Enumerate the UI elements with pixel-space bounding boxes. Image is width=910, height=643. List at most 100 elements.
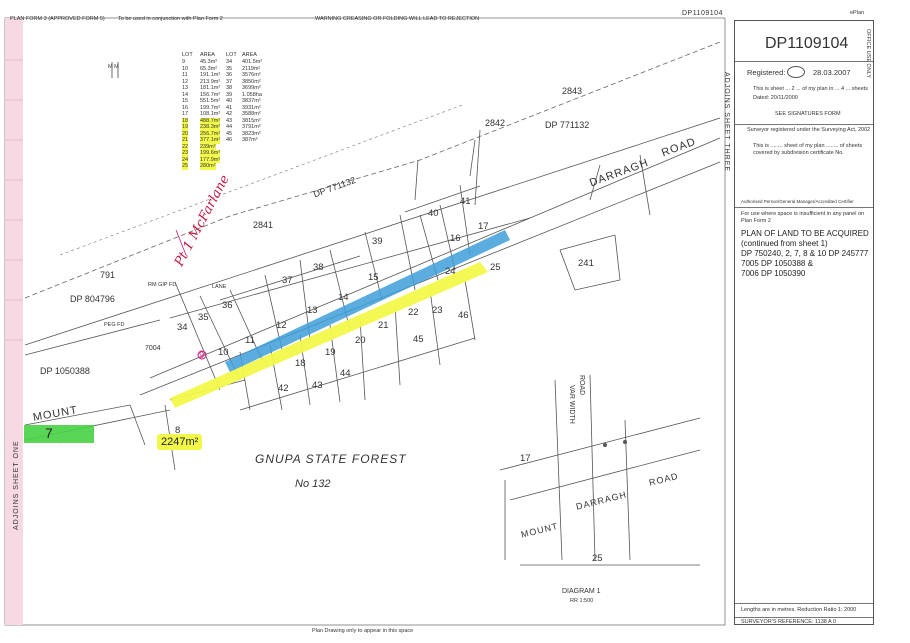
area-table-header: AREA <box>200 52 215 58</box>
lot-17: 17 <box>478 221 489 232</box>
dp-top-label: DP1109104 <box>682 10 723 17</box>
lot-16: 16 <box>450 233 461 244</box>
lot-2842: 2842 <box>485 118 506 128</box>
dated-line: Dated: 20/11/2000 <box>753 95 798 101</box>
sheet-line: This is sheet ... 2 ... of my plan in ..… <box>753 86 868 92</box>
diagram-lot-17: 17 <box>520 453 531 464</box>
lot-19: 19 <box>325 347 336 358</box>
diagram-lot-25: 25 <box>592 553 603 564</box>
adjoins-sheet-one: ADJOINS SHEET ONE <box>13 440 20 530</box>
road-var-width-road: ROAD <box>578 375 585 396</box>
lot-42: 42 <box>278 383 289 394</box>
lot-40: 40 <box>428 208 439 219</box>
registered-label: Registered: <box>747 68 786 77</box>
lot-10: 10 <box>218 347 229 358</box>
lot-43: 43 <box>312 380 323 391</box>
lot-2843: 2843 <box>562 86 583 96</box>
blue-acquisition-strip <box>225 230 510 372</box>
lot-241: 241 <box>578 258 594 269</box>
lot-12: 12 <box>276 320 287 331</box>
road-edges <box>139 137 721 396</box>
diagram-label: DIAGRAM 1 <box>562 588 601 595</box>
lot-41: 41 <box>460 196 471 207</box>
eplan-label: ePlan <box>850 10 865 16</box>
yellow-acquisition-strip <box>170 262 488 408</box>
north-label: M M <box>108 64 119 70</box>
lot-7: 7 <box>45 425 53 441</box>
title-block: DP1109104 OFFICE USE ONLY Registered: 28… <box>734 20 874 625</box>
green-lot-7 <box>24 425 94 443</box>
lot-35: 35 <box>198 312 209 323</box>
dashed-boundary-2 <box>59 103 466 256</box>
lot-24: 24 <box>445 266 456 277</box>
lane-label: LANE <box>212 284 227 290</box>
area-table-header: LOT <box>182 52 193 58</box>
lot-20: 20 <box>355 335 366 346</box>
lot-22: 22 <box>408 307 419 318</box>
plan-title: PLAN OF LAND TO BE ACQUIRED (continued f… <box>741 229 869 248</box>
lot-13: 13 <box>307 305 318 316</box>
form-label: PLAN FORM 3 (APPROVED FORM 5) <box>10 16 105 22</box>
authorised-line: Authorised Person/General Manager/Accred… <box>741 199 854 204</box>
lot-39: 39 <box>372 236 383 247</box>
plan-line-1: DP 750240, 2, 7, 8 & 10 DP 245777 <box>741 249 869 258</box>
plan-line-2: 7005 DP 1050388 & <box>741 259 813 268</box>
lot-14: 14 <box>338 292 349 303</box>
lot-18: 18 <box>295 358 306 369</box>
dp-804796: DP 804796 <box>70 294 115 304</box>
lot-11: 11 <box>245 335 255 346</box>
north-arrow <box>111 62 119 78</box>
lot-boundaries <box>24 117 721 471</box>
area-table-header: LOT <box>226 52 237 58</box>
title-dp-number: DP1109104 <box>765 35 849 52</box>
conjunction-note: To be used in conjunction with Plan Form… <box>118 16 223 22</box>
lot-46: 46 <box>458 310 469 321</box>
lot-36: 36 <box>222 300 233 311</box>
lot-45: 45 <box>413 334 424 345</box>
road-var-width: VAR WIDTH <box>568 385 575 424</box>
forest-name: GNUPA STATE FOREST <box>255 452 407 466</box>
lot-8: 8 <box>175 425 181 436</box>
instruction-line: For use where space is insufficient in a… <box>741 211 865 224</box>
warning-text: WARNING CREASING OR FOLDING WILL LEAD TO… <box>315 16 480 22</box>
dashed-boundary-upper <box>24 41 721 299</box>
dp-771132-a: DP 771132 <box>545 120 590 130</box>
lot-23: 23 <box>432 305 443 316</box>
lot-7004: 7004 <box>145 345 161 352</box>
signatures-note: SEE SIGNATURES FORM <box>775 111 841 117</box>
office-use-label: OFFICE USE ONLY <box>865 29 871 79</box>
registered-date: 28.03.2007 <box>813 68 851 77</box>
adjoins-sheet-three: ADJOINS SHEET THREE <box>723 72 730 173</box>
diagram-1-lines <box>499 374 701 566</box>
registration-stamp-icon <box>787 66 805 78</box>
lot-37: 37 <box>282 275 293 286</box>
left-margin-strip <box>5 18 23 625</box>
lot-38: 38 <box>313 262 324 273</box>
lengths-note: Lengths are in metres. Reduction Ratio 1… <box>741 607 857 613</box>
lot-2841: 2841 <box>253 220 274 230</box>
sheet-of-line: This is ........ sheet of my plan ......… <box>753 143 863 156</box>
surveyors-reference: SURVEYOR'S REFERENCE: 1138 A 0 <box>741 619 836 625</box>
lot-15: 15 <box>368 272 379 283</box>
peg-fd-label: PEG FD <box>104 322 125 328</box>
lot-34: 34 <box>177 322 188 333</box>
lot-21: 21 <box>378 320 389 331</box>
diagram-ratio: RR 1:500 <box>570 598 594 604</box>
plan-line-3: 7006 DP 1050390 <box>741 269 806 278</box>
